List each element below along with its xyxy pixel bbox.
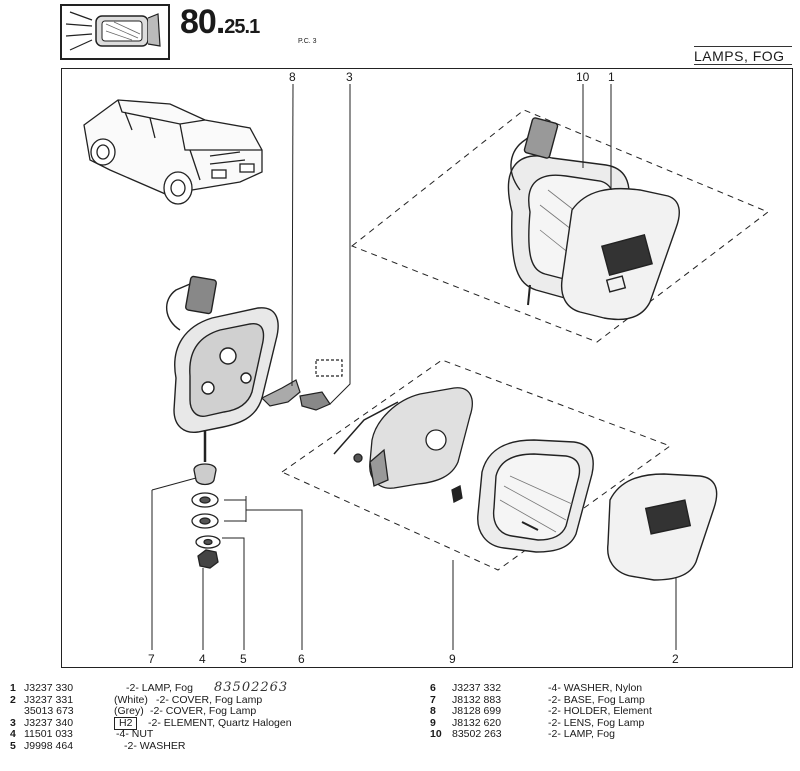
variant-label: H2: [114, 716, 138, 731]
list-item: 4 11501 033 -4- NUT: [10, 729, 390, 741]
section-number: 80.25.1: [180, 3, 260, 41]
list-item: 5 J9998 464 -2- WASHER: [10, 739, 390, 753]
item-index: 5: [10, 739, 16, 752]
part-number: J8132 883: [452, 693, 502, 706]
part-description: -4- WASHER, Nylon: [548, 682, 643, 694]
section-suffix: 25.1: [224, 16, 260, 38]
part-number: J3237 331: [24, 693, 74, 706]
fog-lamp-lower-housing: [333, 387, 473, 503]
part-number: J3237 330: [24, 682, 74, 694]
callout-4: 4: [199, 652, 206, 666]
item-index: 7: [430, 693, 436, 706]
list-item: 7 J8132 883 -2- BASE, Fog Lamp: [430, 693, 690, 707]
part-number: J8132 620: [452, 716, 502, 729]
list-item: 35013 673 (Grey) -2- COVER, Fog Lamp: [10, 706, 390, 718]
element-holder: [260, 359, 343, 411]
fog-lamp-lower: [477, 439, 594, 553]
item-index: 1: [10, 682, 16, 694]
handwritten-note: 83502263: [214, 680, 289, 695]
fog-lamp-base: [166, 275, 279, 462]
callout-6: 6: [298, 652, 305, 666]
part-number: 35013 673: [24, 705, 74, 718]
callout-1: 1: [608, 70, 615, 84]
callout-8: 8: [289, 70, 296, 84]
item-index: 8: [430, 705, 436, 718]
callout-9: 9: [449, 652, 456, 666]
callout-7: 7: [148, 652, 155, 666]
fog-lamp-icon: [60, 4, 170, 60]
item-index: 3: [10, 716, 16, 729]
part-number: 83502 263: [452, 728, 502, 741]
part-description: -2- LAMP, Fog: [548, 728, 615, 741]
list-item: 1 J3237 330 -2- LAMP, Fog: [10, 682, 390, 695]
title-top-rule: [694, 46, 792, 47]
item-index: 4: [10, 728, 16, 741]
callout-5: 5: [240, 652, 247, 666]
callout-3: 3: [346, 70, 353, 84]
variant-label: (White): [114, 693, 148, 706]
section-title: LAMPS, FOG: [694, 48, 785, 64]
list-item: 8 J8128 699 -2- HOLDER, Element: [430, 706, 690, 718]
title-bottom-rule: [694, 64, 792, 65]
list-item: 2 J3237 331 (White) -2- COVER, Fog Lamp: [10, 693, 390, 707]
part-description: -2- LAMP, Fog: [126, 682, 193, 694]
list-item: 10 83502 263 -2- LAMP, Fog: [430, 729, 690, 741]
part-number: J3237 332: [452, 682, 502, 694]
part-description: -2- HOLDER, Element: [548, 705, 652, 718]
part-number: 11501 033: [24, 728, 73, 741]
list-item: 6 J3237 332 -4- WASHER, Nylon: [430, 682, 690, 695]
part-description: -2- WASHER: [124, 739, 186, 752]
part-number: J9998 464: [24, 739, 74, 752]
part-description: -4- NUT: [116, 728, 154, 741]
parts-list-right: 6 J3237 332 -4- WASHER, Nylon 7 J8132 88…: [430, 682, 690, 741]
list-item: 3 J3237 340 H2 -2- ELEMENT, Quartz Halog…: [10, 716, 390, 731]
parts-list-left: 1 J3237 330 -2- LAMP, Fog 2 J3237 331 (W…: [10, 682, 390, 753]
part-description: -2- ELEMENT, Quartz Halogen: [148, 716, 292, 729]
part-description: -2- COVER, Fog Lamp: [150, 705, 257, 718]
item-index: 9: [430, 716, 436, 729]
list-item: 9 J8132 620 -2- LENS, Fog Lamp: [430, 716, 690, 730]
item-index: 2: [10, 693, 16, 706]
callout-10: 10: [576, 70, 590, 84]
item-index: 6: [430, 682, 436, 694]
variant-label: (Grey): [114, 705, 144, 718]
part-description: -2- COVER, Fog Lamp: [156, 693, 263, 706]
leader-lines: [151, 83, 677, 650]
washer-stack: [191, 463, 221, 569]
car-illustration: [83, 99, 263, 205]
part-description: -2- LENS, Fog Lamp: [548, 716, 645, 729]
fog-lamp-cover-upper: [560, 187, 680, 321]
pc-reference: P.C. 3: [298, 38, 317, 45]
fog-lamp-cover-lower: [607, 473, 718, 581]
item-index: 10: [430, 728, 442, 741]
diagram-frame: [61, 68, 793, 668]
part-number: J8128 699: [452, 705, 502, 718]
callout-2: 2: [672, 652, 679, 666]
part-number: J3237 340: [24, 716, 74, 729]
part-description: -2- BASE, Fog Lamp: [548, 693, 645, 706]
